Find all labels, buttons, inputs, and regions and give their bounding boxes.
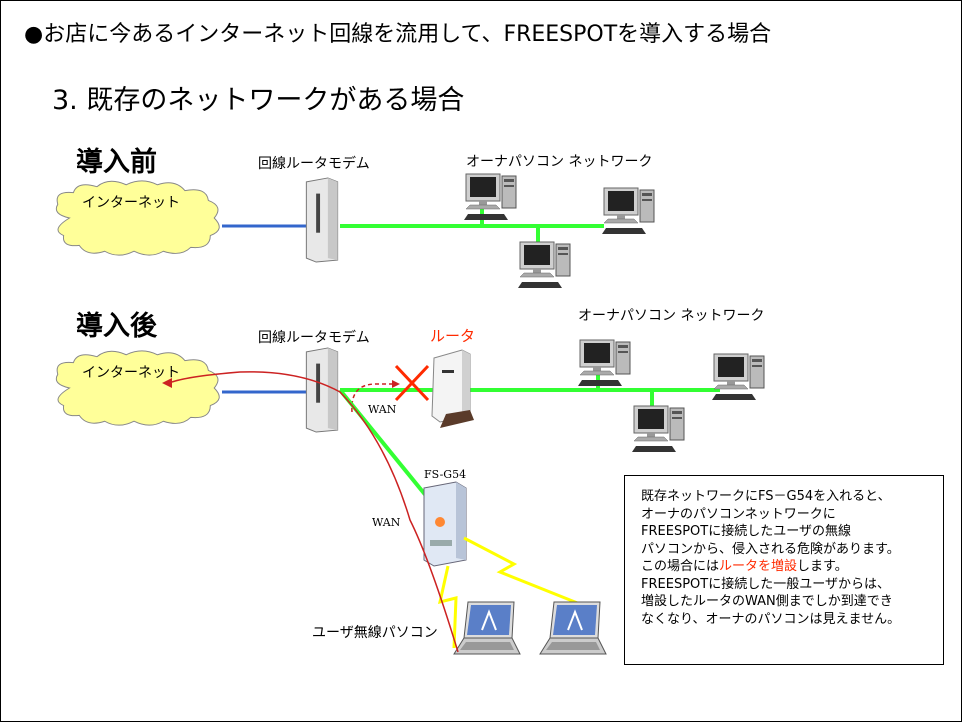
modem-label-before: 回線ルータモデム (258, 156, 370, 172)
router-label: ルータ (430, 327, 476, 345)
wan-label-ap: WAN (372, 516, 401, 529)
internet-label-after: インターネット (82, 365, 180, 381)
page-title: ●お店に今あるインターネット回線を流用して、FREESPOTを導入する場合 (24, 22, 772, 47)
user-pc-label: ユーザ無線パソコン (312, 625, 438, 641)
explanation-note: 既存ネットワークにFS－G54を入れると、 オーナのパソコンネットワークに FR… (624, 475, 944, 665)
note-line: FREESPOTに接続したユーザの無線 (641, 524, 851, 539)
note-line: 既存ネットワークにFS－G54を入れると、 (641, 489, 891, 504)
blocked-x-mark (394, 364, 430, 402)
note-highlight: ルータを増設 (719, 559, 798, 574)
owner-pc-1-before (464, 173, 517, 221)
note-line: 増設したルータのWAN側までしか到達でき (641, 594, 893, 609)
user-laptop-2 (539, 601, 607, 655)
modem-before (305, 177, 339, 263)
wan-label-router: WAN (368, 403, 397, 416)
router-device (431, 349, 474, 428)
note-text: します。 (797, 559, 848, 574)
owner-pc-2-after (712, 353, 765, 401)
freespot-ap-device (423, 481, 467, 567)
note-text: この場合には (641, 559, 720, 574)
note-line: この場合にはルータを増設します。 (641, 558, 935, 576)
modem-after (305, 347, 339, 433)
owner-pc-3-after (632, 405, 685, 453)
note-line: なくなり、オーナのパソコンは見えません。 (641, 611, 901, 627)
owner-network-label-before: オーナパソコン ネットワーク (466, 154, 653, 170)
ap-model-label: FS-G54 (424, 468, 467, 481)
user-laptop-1 (453, 601, 521, 655)
owner-network-label-after: オーナパソコン ネットワーク (578, 308, 765, 324)
after-label: 導入後 (76, 311, 157, 342)
modem-label-after: 回線ルータモデム (258, 330, 370, 346)
owner-pc-2-before (602, 187, 655, 235)
owner-pc-1-after (578, 339, 631, 387)
internet-label-before: インターネット (82, 195, 180, 211)
section-subtitle: 3. 既存のネットワークがある場合 (52, 85, 465, 116)
owner-pc-3-before (518, 241, 571, 289)
note-line: FREESPOTに接続した一般ユーザからは、 (641, 576, 890, 592)
note-line: オーナのパソコンネットワークに (641, 506, 836, 522)
before-label: 導入前 (76, 147, 157, 178)
note-line: パソコンから、侵入される危険があります。 (641, 541, 900, 557)
